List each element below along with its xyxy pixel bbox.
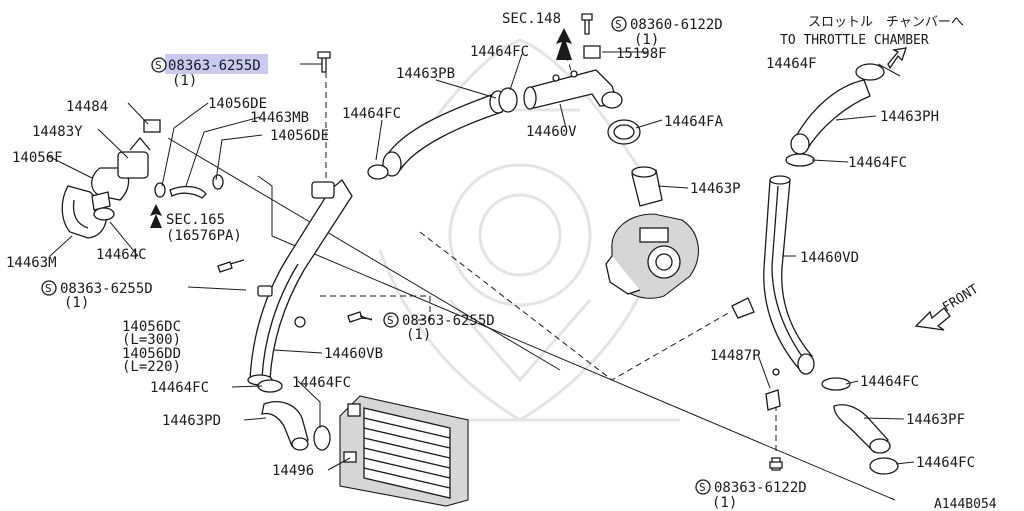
hose-14463PD: [257, 379, 331, 451]
label-14464FC-g: 14464FC: [916, 455, 975, 471]
bolt3-qty: (1): [406, 327, 431, 343]
bolt2-qty: (1): [64, 295, 89, 311]
label-14463PB: 14463PB: [396, 66, 455, 82]
bolt5-number: 08363-6122D: [714, 480, 807, 496]
bolt4-number: 08360-6122D: [630, 17, 723, 33]
label-14056DD: 14056DD: [122, 346, 181, 362]
label-14464FC-e: 14464FC: [292, 375, 351, 391]
label-14463PD: 14463PD: [162, 413, 221, 429]
label-14463M: 14463M: [6, 255, 57, 271]
sec148-arrow-icon: [556, 28, 572, 60]
bolt1-number: 08363-6255D: [168, 58, 261, 74]
label-14464FC-d: 14464FC: [150, 380, 209, 396]
label-14056DE-a: 14056DE: [208, 96, 267, 112]
turbo-bypass-assembly: [61, 119, 224, 239]
diagram-id: A144B054: [934, 497, 997, 511]
label-14464FC-b: 14464FC: [470, 44, 529, 60]
label-sec165: SEC.165: [166, 212, 225, 228]
watermark-emblem: [360, 38, 680, 422]
reference-lines: [167, 35, 896, 501]
label-14484: 14484: [66, 99, 108, 115]
throttle-arrow-icon: [887, 47, 907, 70]
bolt-callout-1: S 08363-6255D (1): [151, 57, 261, 89]
hose-14463PB: [367, 87, 518, 180]
clamp-14464FA: [607, 119, 641, 145]
hose-14463PH: [785, 63, 885, 167]
label-14464FC-c: 14464FC: [848, 155, 907, 171]
label-throttle-en: TO THROTTLE CHAMBER: [780, 33, 929, 48]
hose-14463PF: [821, 377, 899, 475]
label-14483Y: 14483Y: [32, 124, 83, 140]
front-arrow-icon: [914, 307, 951, 331]
bolt1-qty: (1): [172, 73, 197, 89]
s-circle-icon: [695, 479, 711, 495]
sec165-arrow-icon: [150, 204, 162, 228]
bolt4-qty: (1): [634, 32, 659, 48]
label-14463PH: 14463PH: [880, 109, 939, 125]
label-14464C: 14464C: [96, 247, 147, 263]
label-14463MB: 14463MB: [250, 110, 309, 126]
selection-highlight: [165, 54, 268, 74]
bolt5-qty: (1): [712, 495, 737, 511]
label-14487P: 14487P: [710, 348, 761, 364]
label-14464FC-f: 14464FC: [860, 374, 919, 390]
label-14056DC-len: (L=300): [122, 332, 181, 348]
label-14056DE-b: 14056DE: [270, 128, 329, 144]
label-14463PF: 14463PF: [906, 412, 965, 428]
label-14464FA: 14464FA: [664, 114, 724, 130]
label-14464F: 14464F: [766, 56, 817, 72]
turbocharger: [605, 213, 699, 299]
label-14463P: 14463P: [690, 181, 741, 197]
bolt3-number: 08363-6255D: [402, 313, 495, 329]
bolt3-prefix: S: [387, 314, 394, 327]
label-14460VB: 14460VB: [324, 346, 383, 362]
bolt-icons: [217, 13, 783, 469]
pipe-14460VD: [731, 175, 815, 375]
label-sec148: SEC.148: [502, 11, 561, 27]
bolt5-prefix: S: [699, 481, 706, 494]
label-throttle-jp: スロットル チャンバーへ: [808, 15, 964, 30]
s-circle-icon: [41, 280, 57, 296]
label-15198F: 15198F: [616, 46, 667, 62]
bolt-callout-5: S 08363-6122D (1): [695, 479, 807, 511]
label-front: FRONT: [940, 282, 981, 316]
bolt2-prefix: S: [45, 282, 52, 295]
hose-14463P: [631, 166, 663, 207]
label-14460V: 14460V: [526, 124, 577, 140]
label-14056DD-len: (L=220): [122, 359, 181, 375]
s-circle-icon: [151, 57, 167, 73]
bolt4-prefix: S: [615, 18, 622, 31]
pipe-14460V: [523, 45, 623, 110]
bolt2-number: 08363-6255D: [60, 281, 153, 297]
bolt-callout-2: S 08363-6255D (1): [41, 280, 153, 311]
label-14056DC: 14056DC: [122, 319, 181, 335]
label-14056F: 14056F: [12, 150, 63, 166]
label-14460VD: 14460VD: [800, 250, 859, 266]
s-circle-icon: [611, 16, 627, 32]
bolt1-prefix: S: [155, 59, 162, 72]
bolt-callout-3: S 08363-6255D (1): [383, 312, 495, 343]
bolt-callout-4: S 08360-6122D (1): [611, 16, 723, 48]
label-14464FC-a: 14464FC: [342, 106, 401, 122]
label-sec165-sub: (16576PA): [166, 228, 242, 244]
intercooler-14496: [339, 395, 469, 507]
label-14496: 14496: [272, 463, 314, 479]
s-circle-icon: [383, 312, 399, 328]
